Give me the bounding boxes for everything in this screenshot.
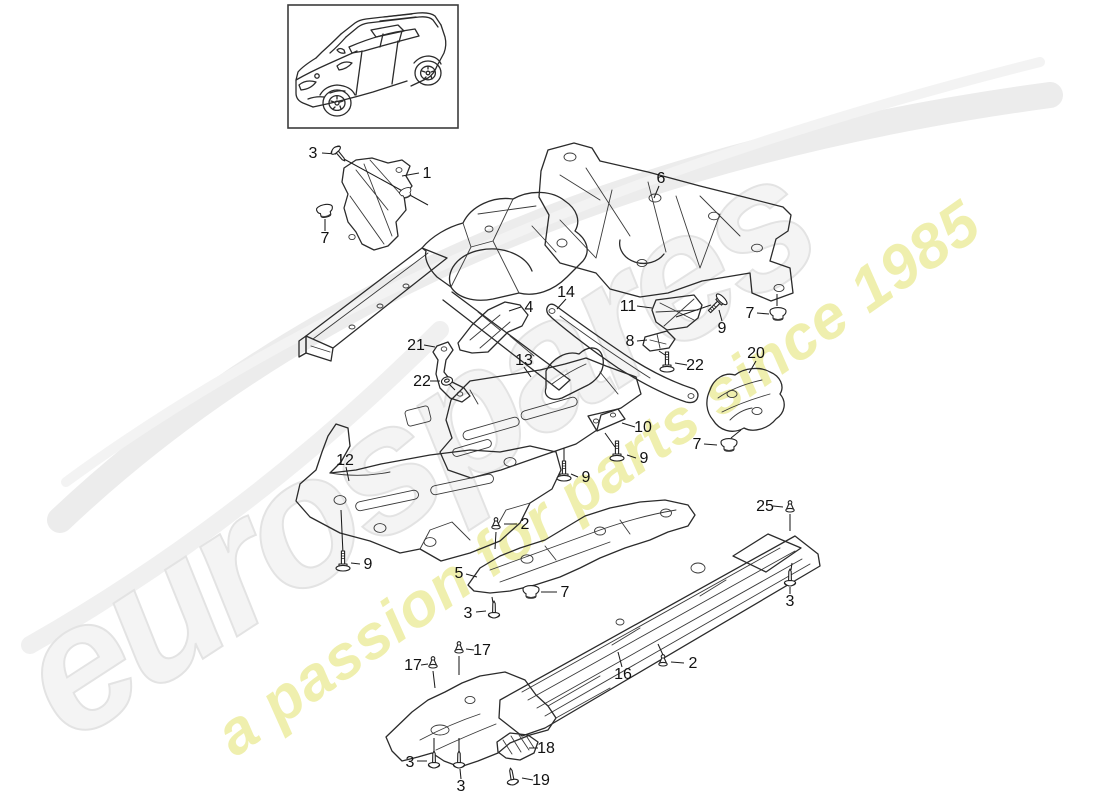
callout-14[interactable]: 14 [557,284,575,301]
callout-3[interactable]: 3 [406,754,415,771]
callout-13[interactable]: 13 [515,352,533,369]
vehicle-thumbnail [287,4,459,129]
callout-9[interactable]: 9 [640,450,649,467]
part-13-underfloor-panel [404,347,642,479]
clip-icon [428,656,438,669]
part-11-bracket [651,294,703,331]
screw-icon [504,766,520,787]
part-16-sill-panel [385,533,821,768]
callout-7[interactable]: 7 [693,436,702,453]
callout-9[interactable]: 9 [364,556,373,573]
leader-lines [321,152,793,781]
part-14-brace [546,303,699,404]
callout-25[interactable]: 25 [756,498,774,515]
callout-7[interactable]: 7 [321,230,330,247]
clip-icon [454,641,464,654]
callout-19[interactable]: 19 [532,772,550,789]
grommet-icon [398,185,414,201]
callout-3[interactable]: 3 [457,778,466,795]
part-6-heat-shield [538,142,794,302]
callout-20[interactable]: 20 [747,345,765,362]
callout-8[interactable]: 8 [626,333,635,350]
callout-7[interactable]: 7 [746,305,755,322]
callout-5[interactable]: 5 [455,565,464,582]
screw-icon [329,143,350,166]
vehicle-outline-icon [295,12,447,117]
callout-16[interactable]: 16 [614,666,632,683]
watermark-swoosh [61,57,1045,487]
callout-21[interactable]: 21 [407,337,425,354]
callout-10[interactable]: 10 [634,419,652,436]
callout-3[interactable]: 3 [786,593,795,610]
callout-labels: 3 1 7 6 14 11 9 7 8 22 20 4 21 22 13 10 … [309,145,795,795]
screw-icon [452,750,466,769]
callout-2[interactable]: 2 [521,516,530,533]
callout-9[interactable]: 9 [718,320,727,337]
callout-22[interactable]: 22 [686,357,704,374]
callout-2[interactable]: 2 [689,655,698,672]
grommet-icon [720,438,738,452]
callout-4[interactable]: 4 [525,299,534,316]
callout-12[interactable]: 12 [336,452,354,469]
callout-9[interactable]: 9 [582,469,591,486]
part-4-cover [457,301,529,354]
grommet-icon [522,585,540,599]
callout-6[interactable]: 6 [657,170,666,187]
clip-icon [785,500,795,513]
callout-3[interactable]: 3 [464,605,473,622]
callout-17[interactable]: 17 [404,657,422,674]
watermark-swoosh [21,321,449,654]
callout-1[interactable]: 1 [423,165,432,182]
part-18-bracket [496,732,539,761]
callout-7[interactable]: 7 [561,584,570,601]
part-20-bracket [706,367,785,432]
callout-3[interactable]: 3 [309,145,318,162]
part-10-plate [587,408,626,432]
part-12-underbody-panel [295,423,562,562]
screw-icon [487,600,501,619]
part-8-bracket [642,330,676,352]
callout-11[interactable]: 11 [620,298,637,315]
callout-22[interactable]: 22 [413,373,431,390]
grommet-icon [315,202,335,220]
part-1-heat-shield [341,157,413,251]
callout-18[interactable]: 18 [537,740,555,757]
callout-17[interactable]: 17 [473,642,491,659]
